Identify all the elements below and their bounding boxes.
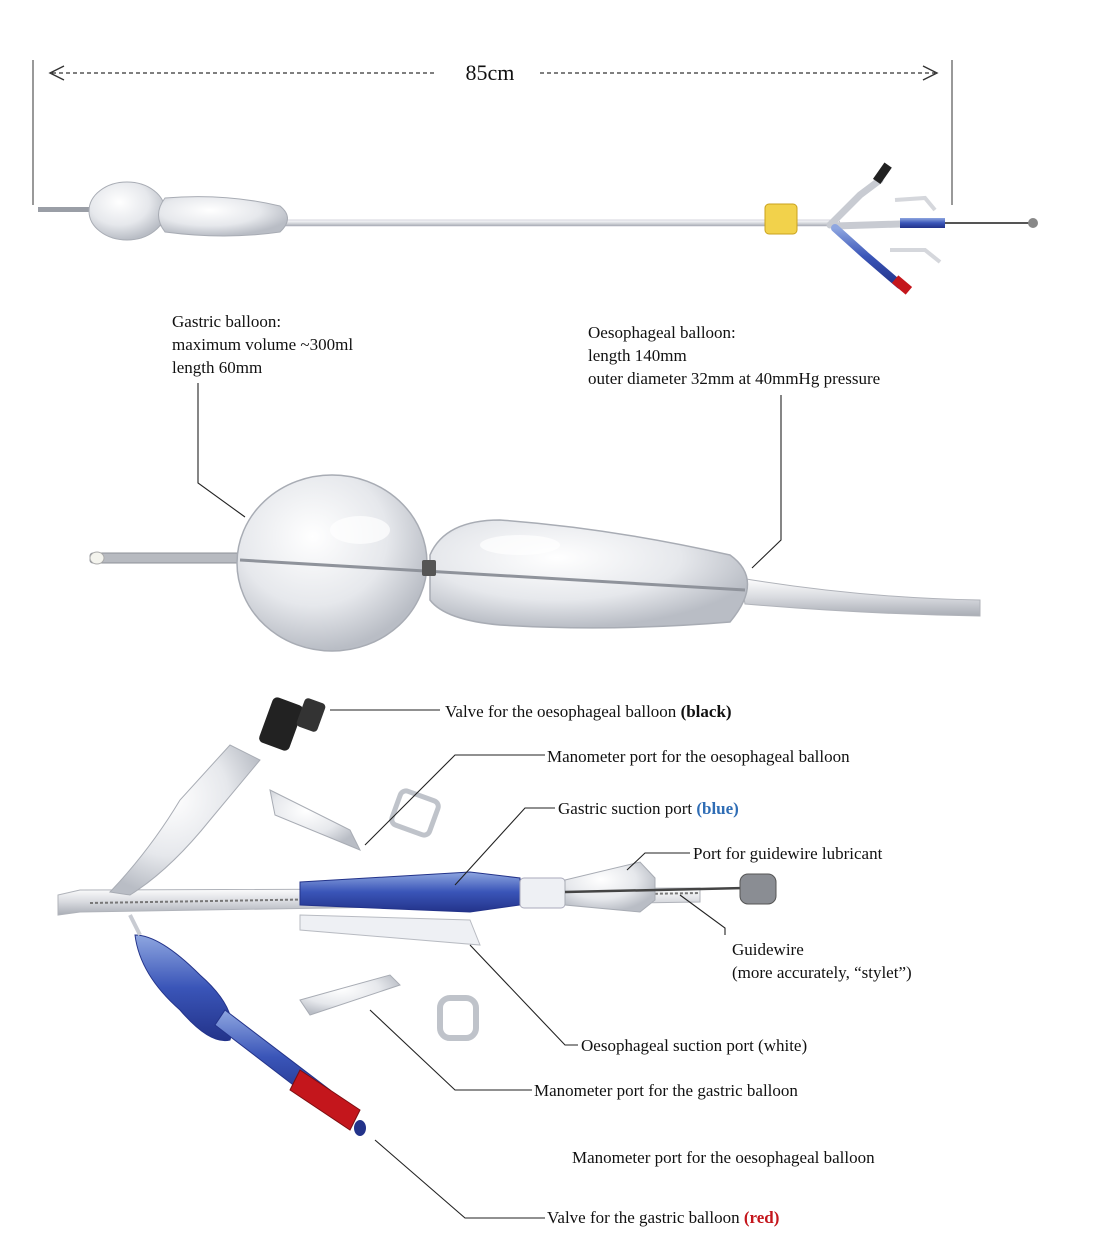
valve-oesophageal-color: (black) <box>680 702 732 721</box>
length-label: 85cm <box>465 60 515 85</box>
manometer-oesophageal-label-2: Manometer port for the oesophageal ballo… <box>572 1148 875 1167</box>
gastric-suction-color: (blue) <box>696 799 739 818</box>
oesophageal-balloon-annotation: Oesophageal balloon: length 140mm outer … <box>588 321 880 390</box>
balloon-closeup <box>89 474 981 652</box>
gastric-balloon-volume: maximum volume ~300ml <box>172 335 354 354</box>
full-catheter <box>38 162 1038 295</box>
guidewire-note: (more accurately, “stylet”) <box>732 963 912 982</box>
valve-gastric-label: Valve for the gastric balloon (red) <box>547 1206 779 1229</box>
valve-gastric-text: Valve for the gastric balloon <box>547 1208 744 1227</box>
gastric-balloon-annotation: Gastric balloon: maximum volume ~300ml l… <box>172 310 353 379</box>
oesophageal-balloon-length: length 140mm <box>588 346 687 365</box>
dimension-indicator <box>32 60 953 205</box>
guidewire-title: Guidewire <box>732 940 804 959</box>
guidewire-annotation: Guidewire (more accurately, “stylet”) <box>732 938 912 984</box>
gastric-suction-text: Gastric suction port <box>558 799 697 818</box>
manometer-gastric-label: Manometer port for the gastric balloon <box>534 1081 798 1100</box>
oesophageal-balloon-title: Oesophageal balloon: <box>588 323 736 342</box>
gastric-suction-label: Gastric suction port (blue) <box>558 797 739 820</box>
valve-oesophageal-label: Valve for the oesophageal balloon (black… <box>445 700 732 723</box>
oesophageal-suction-label: Oesophageal suction port (white) <box>581 1036 808 1055</box>
valve-oesophageal-text: Valve for the oesophageal balloon <box>445 702 681 721</box>
gastric-balloon-title: Gastric balloon: <box>172 312 282 331</box>
hub-closeup <box>57 697 777 1136</box>
gastric-balloon-length: length 60mm <box>172 358 263 377</box>
valve-gastric-color: (red) <box>743 1208 780 1227</box>
oesophageal-balloon-diameter: outer diameter 32mm at 40mmHg pressure <box>588 369 881 388</box>
guidewire-lubricant-label: Port for guidewire lubricant <box>693 844 883 863</box>
leader-lines <box>197 383 782 1219</box>
manometer-oesophageal-label: Manometer port for the oesophageal ballo… <box>547 747 850 766</box>
